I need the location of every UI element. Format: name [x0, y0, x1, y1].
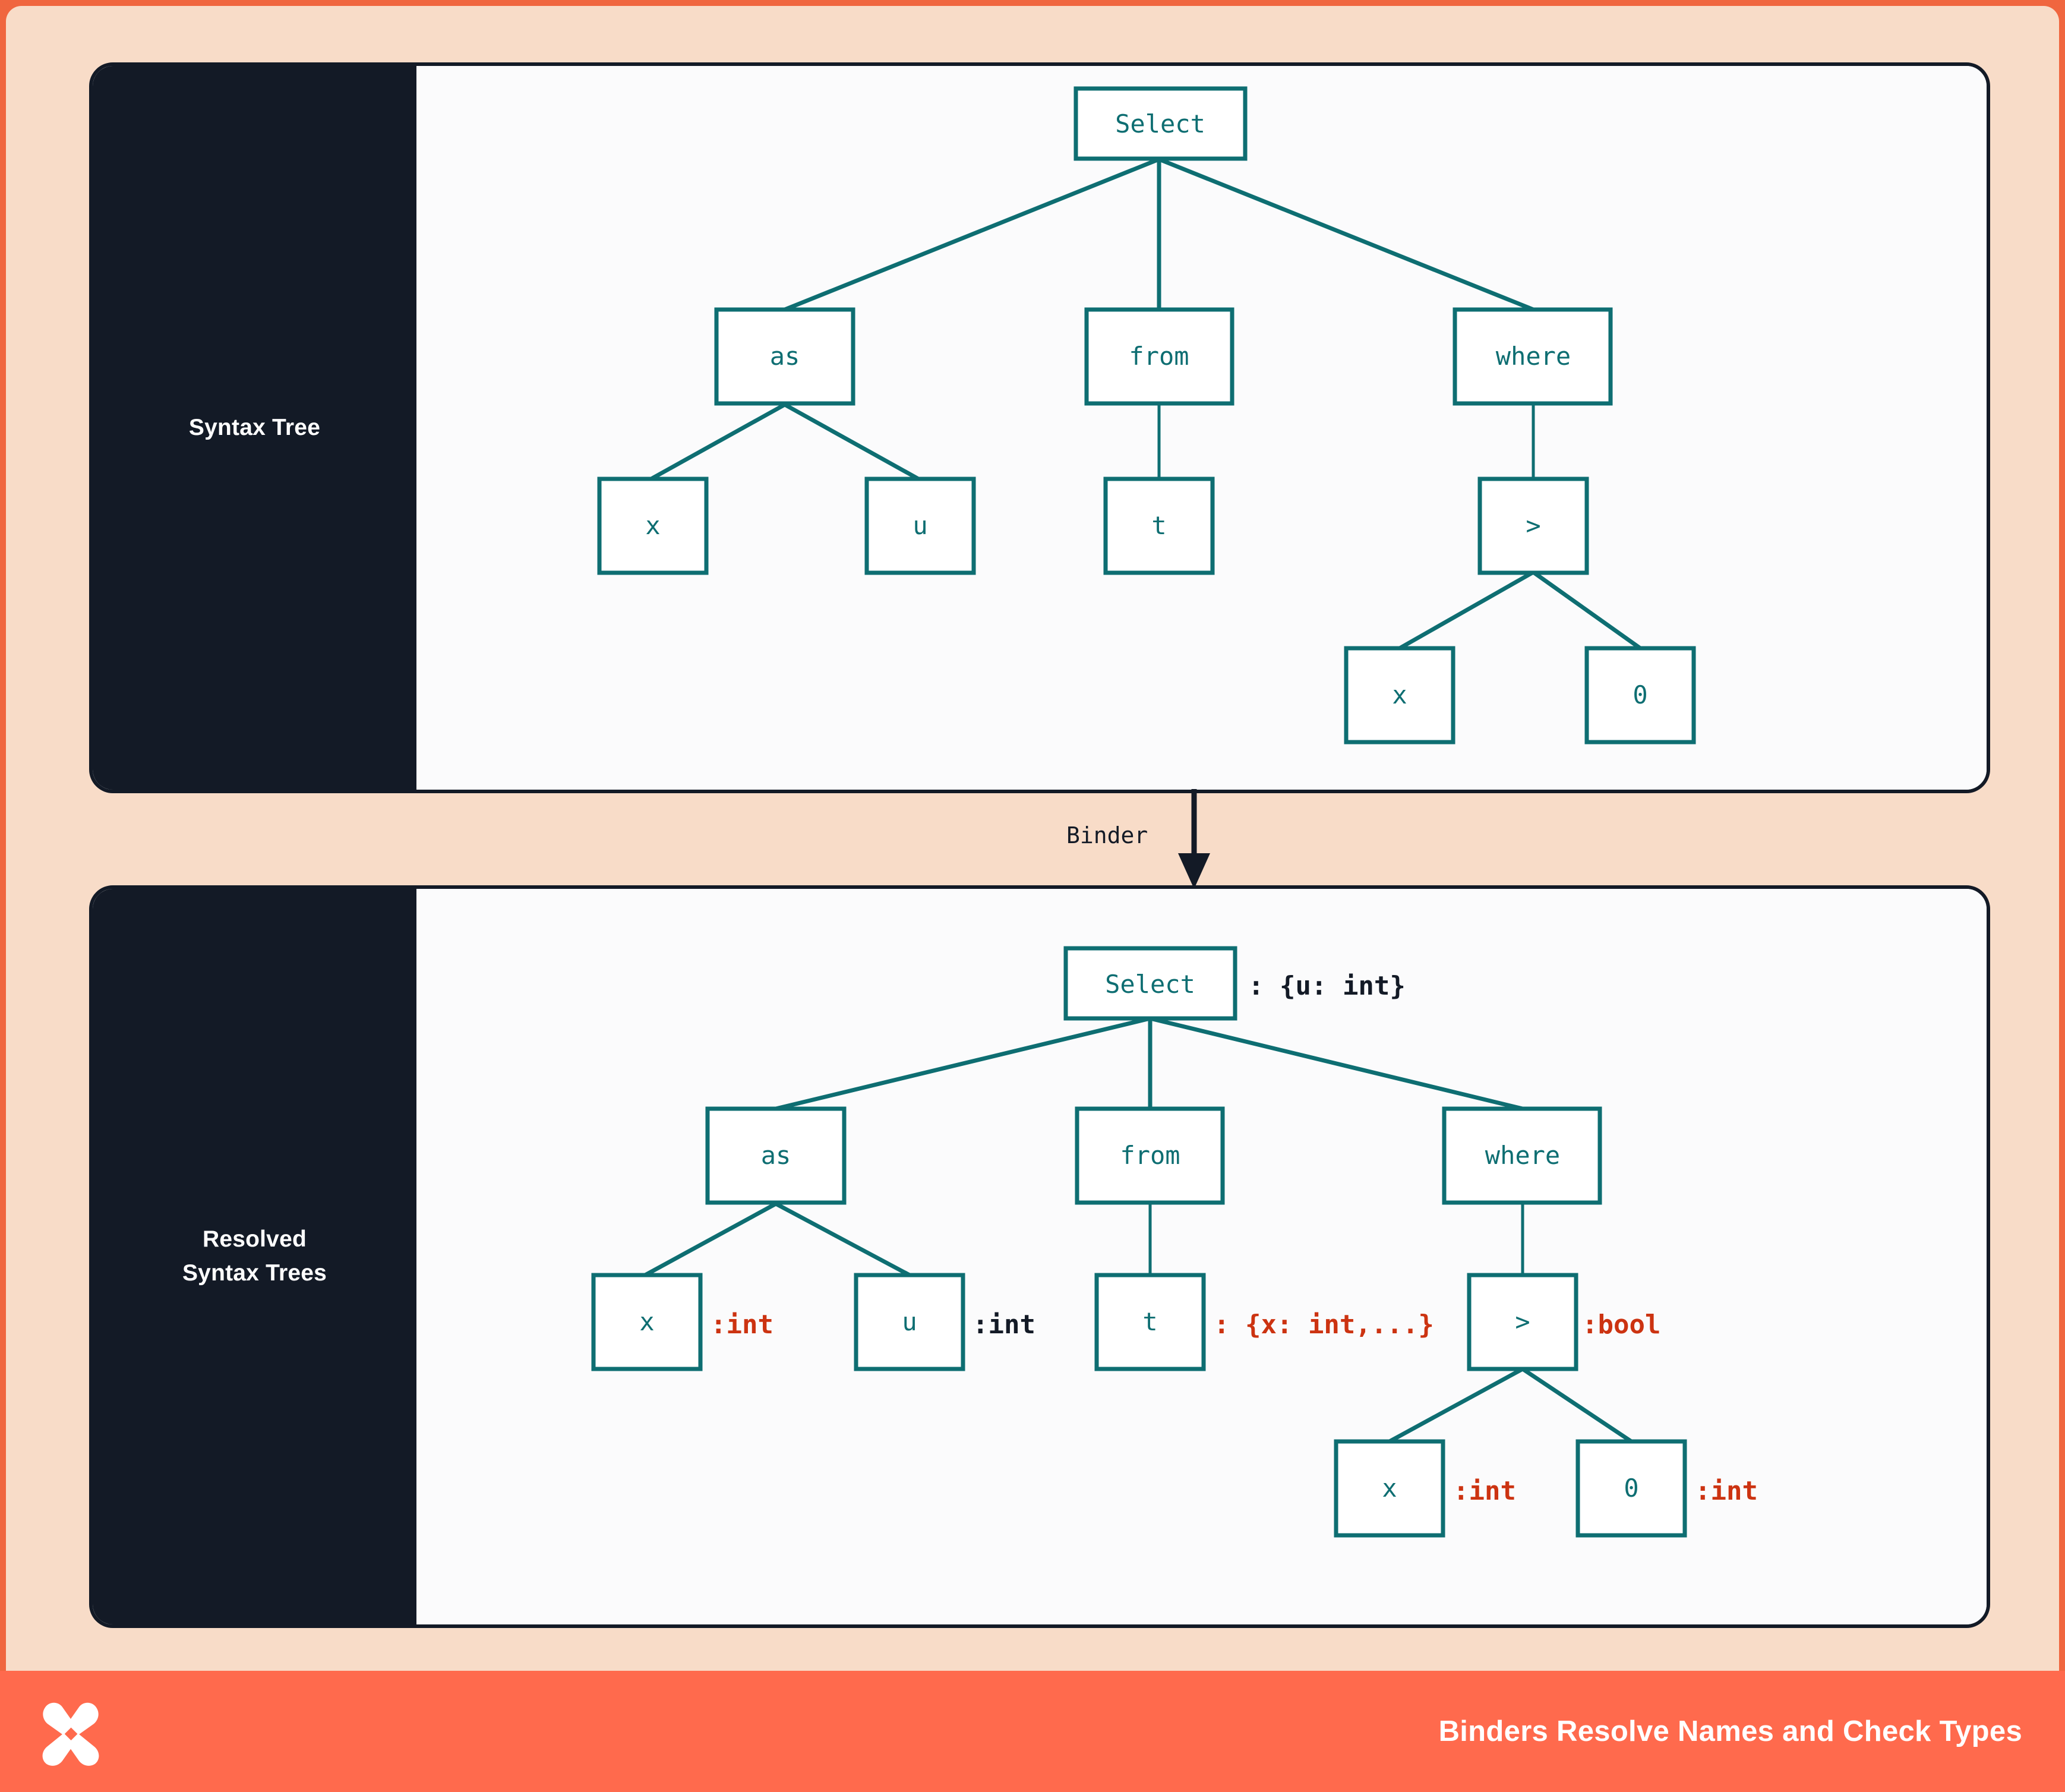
node-x-1[interactable]: x [597, 477, 709, 575]
node-zero-label: 0 [1633, 680, 1647, 709]
binder-arrow-icon [1178, 789, 1210, 889]
rnode-x-1-annotation: :int [711, 1310, 773, 1340]
syntax-tree-label-text: Syntax Tree [188, 414, 321, 440]
node-select-label: Select [1115, 109, 1205, 138]
node-as-label: as [770, 342, 800, 371]
rnode-t-label: t [1142, 1307, 1157, 1336]
rnode-zero[interactable]: 0 [1575, 1439, 1687, 1538]
redge-select-as [775, 1016, 1151, 1111]
node-where[interactable]: where [1453, 307, 1613, 406]
rnode-gt-annotation: :bool [1582, 1310, 1660, 1340]
resolved-tree-svg: Select : {u: int} as from where [591, 946, 1758, 1538]
node-where-label: where [1496, 342, 1571, 371]
syntax-tree-canvas: Select as from where [416, 66, 1987, 790]
node-from-label: from [1129, 342, 1189, 371]
rnode-gt-label: > [1515, 1307, 1530, 1336]
rnode-where[interactable]: where [1442, 1106, 1602, 1205]
node-u-label: u [912, 511, 927, 540]
edge-gt-x [1398, 570, 1534, 651]
rnode-u-label: u [902, 1307, 917, 1336]
rnode-select-annotation: : {u: int} [1248, 971, 1406, 1001]
rnode-x-1[interactable]: x [591, 1273, 703, 1371]
x-logo-icon [42, 1702, 99, 1766]
syntax-tree-panel-label: Syntax Tree [93, 66, 416, 790]
redge-as-u [775, 1201, 911, 1277]
node-u[interactable]: u [864, 477, 976, 575]
resolved-label-line2: Syntax Trees [182, 1260, 327, 1286]
edge-select-as [784, 157, 1160, 312]
node-as[interactable]: as [714, 307, 855, 406]
rnode-t[interactable]: t [1094, 1273, 1206, 1371]
rnode-t-annotation: : {x: int,...} [1214, 1310, 1434, 1340]
rnode-from[interactable]: from [1075, 1106, 1225, 1205]
tree-edges [650, 157, 1642, 651]
node-t-label: t [1151, 511, 1166, 540]
redge-select-where [1150, 1016, 1523, 1111]
node-x-1-label: x [645, 511, 660, 540]
rnode-as-label: as [761, 1141, 791, 1170]
syntax-tree-svg: Select as from where [597, 86, 1696, 744]
node-gt-label: > [1526, 511, 1540, 540]
rnode-zero-annotation: :int [1695, 1476, 1758, 1506]
rnode-gt[interactable]: > [1467, 1273, 1578, 1371]
binder-label: Binder [1066, 822, 1148, 848]
syntax-tree-panel: Syntax Tree Selec [89, 62, 1990, 793]
rnode-select[interactable]: Select [1063, 946, 1237, 1021]
node-select[interactable]: Select [1073, 86, 1248, 161]
node-x-2[interactable]: x [1344, 646, 1455, 744]
resolved-label-line1: Resolved [202, 1226, 307, 1252]
resolved-tree-edges [644, 1016, 1633, 1444]
node-zero[interactable]: 0 [1584, 646, 1696, 744]
node-x-2-label: x [1392, 680, 1407, 709]
footer-bar: Binders Resolve Names and Check Types [0, 1671, 2065, 1792]
resolved-syntax-trees-panel-label: Resolved Syntax Trees [93, 889, 416, 1624]
node-from[interactable]: from [1084, 307, 1234, 406]
rnode-x-2-annotation: :int [1453, 1476, 1516, 1506]
edge-gt-zero [1532, 570, 1642, 650]
rnode-where-label: where [1485, 1141, 1560, 1170]
rnode-x-2-label: x [1382, 1474, 1397, 1503]
rnode-u[interactable]: u [854, 1273, 965, 1371]
edge-as-x [650, 402, 786, 481]
edge-select-where [1158, 157, 1534, 312]
diagram-canvas: Syntax Tree Selec [6, 6, 2059, 1671]
rnode-u-annotation: :int [972, 1310, 1035, 1340]
redge-gt-zero [1521, 1367, 1633, 1443]
rnode-x-1-label: x [639, 1307, 654, 1336]
node-t[interactable]: t [1103, 477, 1215, 575]
redge-gt-x [1388, 1367, 1524, 1444]
footer-caption: Binders Resolve Names and Check Types [1438, 1715, 2022, 1747]
rnode-as[interactable]: as [705, 1106, 847, 1205]
node-gt[interactable]: > [1477, 477, 1589, 575]
rnode-from-label: from [1120, 1141, 1180, 1170]
rnode-select-label: Select [1105, 970, 1195, 999]
rnode-x-2[interactable]: x [1334, 1439, 1445, 1538]
resolved-syntax-trees-panel: Resolved Syntax Trees [89, 885, 1990, 1628]
rnode-zero-label: 0 [1624, 1474, 1638, 1503]
edge-as-u [784, 402, 920, 481]
resolved-syntax-trees-canvas: Select : {u: int} as from where [416, 889, 1987, 1624]
redge-as-x [644, 1201, 777, 1277]
